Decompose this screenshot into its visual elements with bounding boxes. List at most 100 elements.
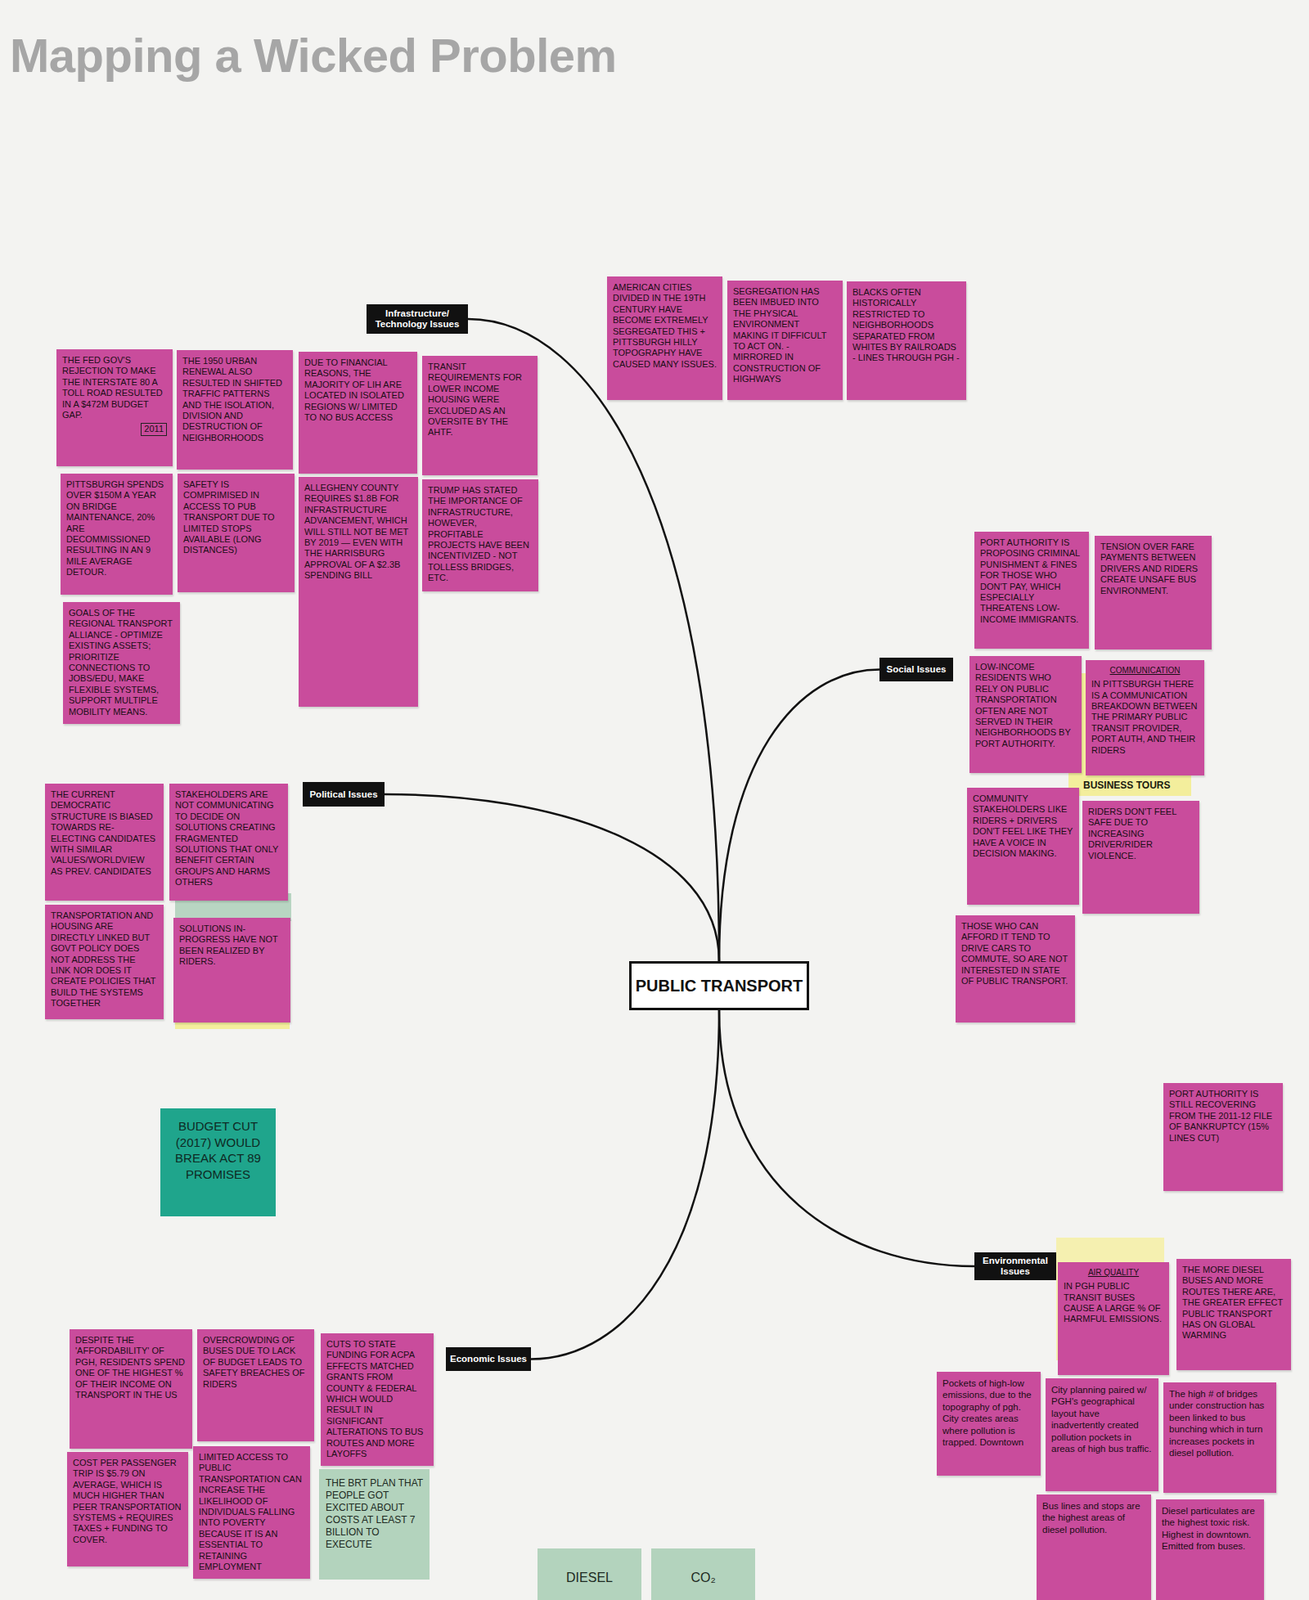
connector	[530, 1010, 720, 1360]
sticky-note: COMMUNICATION IN PITTSBURGH THERE IS A CO…	[1085, 660, 1205, 776]
note-text: TRUMP HAS STATED THE IMPORTANCE OF INFRA…	[427, 485, 533, 585]
note-text: BLACKS OFTEN HISTORICALLY RESTRICTED TO …	[852, 287, 961, 365]
note-text: THE FED GOV'S REJECTION TO MAKE THE INTE…	[62, 355, 167, 421]
note-text: THOSE WHO CAN AFFORD IT TEND TO DRIVE CA…	[961, 921, 1070, 987]
sticky-note: DUE TO FINANCIAL REASONS, THE MAJORITY O…	[298, 351, 418, 474]
category-label: Political Issues	[302, 782, 385, 807]
note-text: RIDERS DON'T FEEL SAFE DUE TO INCREASING…	[1088, 806, 1194, 862]
sticky-note: DESPITE THE 'AFFORDABILITY' OF PGH, RESI…	[69, 1329, 193, 1449]
sticky-note: LIMITED ACCESS TO PUBLIC TRANSPORTATION …	[193, 1446, 311, 1579]
year-tag: 2011	[140, 422, 167, 436]
note-text: Social Issues	[883, 664, 950, 675]
sticky-note: COMMUNITY STAKEHOLDERS LIKE RIDERS + DRI…	[967, 787, 1080, 905]
note-text: TENSION OVER FARE PAYMENTS BETWEEN DRIVE…	[1100, 541, 1206, 597]
category-label: Social Issues	[879, 657, 954, 682]
note-text: AMERICAN CITIES DIVIDED IN THE 19TH CENT…	[612, 282, 717, 370]
note-text: THE BRT PLAN THAT PEOPLE GOT EXCITED ABO…	[325, 1477, 423, 1552]
note-text: Bus lines and stops are the highest area…	[1042, 1500, 1146, 1536]
note-text: STAKEHOLDERS ARE NOT COMMUNICATING TO DE…	[175, 789, 283, 889]
sticky-note: OVERCROWDING OF BUSES DUE TO LACK OF BUD…	[197, 1329, 315, 1442]
sticky-note: The high # of bridges under construction…	[1163, 1382, 1277, 1494]
note-text: CO₂	[657, 1569, 749, 1587]
note-text: Pockets of high-low emissions, due to th…	[942, 1377, 1035, 1449]
sticky-note: PITTSBURGH SPENDS OVER $150M A YEAR ON B…	[60, 473, 173, 595]
note-text: SOLUTIONS IN-PROGRESS HAVE NOT BEEN REAL…	[179, 923, 285, 968]
sticky-note: SEGREGATION HAS BEEN IMBUED INTO THE PHY…	[727, 280, 843, 401]
sticky-note: PORT AUTHORITY IS STILL RECOVERING FROM …	[1163, 1083, 1283, 1192]
sticky-note: THE BRT PLAN THAT PEOPLE GOT EXCITED ABO…	[319, 1469, 430, 1580]
sticky-note: PORT AUTHORITY IS PROPOSING CRIMINAL PUN…	[974, 531, 1089, 649]
note-text: ALLEGHENY COUNTY REQUIRES $1.8B FOR INFR…	[304, 482, 413, 582]
sticky-note: TRANSPORTATION AND HOUSING ARE DIRECTLY …	[44, 904, 164, 1020]
sticky-note: RIDERS DON'T FEEL SAFE DUE TO INCREASING…	[1082, 800, 1200, 914]
sticky-note: LOW-INCOME RESIDENTS WHO RELY ON PUBLIC …	[969, 656, 1082, 774]
note-text: PORT AUTHORITY IS PROPOSING CRIMINAL PUN…	[980, 537, 1084, 626]
note-text: The high # of bridges under construction…	[1169, 1388, 1271, 1459]
sticky-note: City planning paired w/ PGH's geographic…	[1045, 1378, 1159, 1492]
sticky-note: COST PER PASSENGER TRIP IS $5.79 ON AVER…	[67, 1452, 189, 1567]
note-text: IN PGH PUBLIC TRANSIT BUSES CAUSE A LARG…	[1063, 1281, 1164, 1326]
note-text: Infrastructure/ Technology Issues	[370, 308, 464, 329]
sticky-note: THOSE WHO CAN AFFORD IT TEND TO DRIVE CA…	[955, 915, 1076, 1023]
connector	[719, 670, 880, 963]
sticky-note: AIR QUALITYIN PGH PUBLIC TRANSIT BUSES C…	[1057, 1262, 1170, 1376]
title: Mapping a Wicked Problem	[9, 27, 617, 83]
sticky-note: SAFETY IS COMPRIMISED IN ACCESS TO PUB T…	[177, 473, 295, 593]
note-text: BUSINESS TOURS	[1083, 779, 1185, 792]
note-heading: COMMUNICATION	[1091, 665, 1199, 676]
sticky-note: THE MORE DIESEL BUSES AND MORE ROUTES TH…	[1176, 1259, 1292, 1371]
note-text: Economic Issues	[449, 1353, 527, 1365]
note-text: PITTSBURGH SPENDS OVER $150M A YEAR ON B…	[66, 479, 167, 579]
note-text: GOALS OF THE REGIONAL TRANSPORT ALLIANCE…	[68, 607, 175, 718]
category-label: Infrastructure/ Technology Issues	[366, 304, 468, 334]
note-text: Environmental Issues	[978, 1255, 1053, 1277]
sticky-note: BUDGET CUT (2017) WOULD BREAK ACT 89 PRO…	[160, 1108, 276, 1217]
note-text: LOW-INCOME RESIDENTS WHO RELY ON PUBLIC …	[975, 661, 1076, 750]
sticky-note: Bus lines and stops are the highest area…	[1036, 1494, 1152, 1600]
note-text: PUBLIC TRANSPORT	[635, 976, 803, 996]
sticky-note: Pockets of high-low emissions, due to th…	[936, 1371, 1041, 1476]
sticky-note: SOLUTIONS IN-PROGRESS HAVE NOT BEEN REAL…	[173, 917, 291, 1023]
note-text: SEGREGATION HAS BEEN IMBUED INTO THE PHY…	[733, 286, 837, 386]
note-text: TRANSIT REQUIREMENTS FOR LOWER INCOME HO…	[427, 361, 532, 439]
sticky-note: AMERICAN CITIES DIVIDED IN THE 19TH CENT…	[607, 276, 723, 401]
category-label: Economic Issues	[445, 1347, 531, 1372]
sticky-note: THE CURRENT DEMOCRATIC STRUCTURE IS BIAS…	[44, 783, 164, 901]
note-text: IN PITTSBURGH THERE IS A COMMUNICATION B…	[1091, 679, 1199, 756]
note-text: Diesel particulates are the highest toxi…	[1161, 1505, 1259, 1553]
note-text: DESPITE THE 'AFFORDABILITY' OF PGH, RESI…	[75, 1335, 187, 1401]
note-text: DUE TO FINANCIAL REASONS, THE MAJORITY O…	[304, 357, 412, 423]
sticky-note: THE 1950 URBAN RENEWAL ALSO RESULTED IN …	[176, 350, 293, 470]
sticky-note: CUTS TO STATE FUNDING FOR ACPA EFFECTS M…	[320, 1333, 434, 1467]
note-text: DIESEL	[544, 1569, 635, 1587]
hub-box: PUBLIC TRANSPORT	[629, 961, 810, 1011]
note-text: TRANSPORTATION AND HOUSING ARE DIRECTLY …	[50, 910, 158, 1010]
sticky-note: THE FED GOV'S REJECTION TO MAKE THE INTE…	[56, 349, 173, 467]
note-text: THE 1950 URBAN RENEWAL ALSO RESULTED IN …	[182, 355, 288, 444]
sticky-note: DIESEL	[537, 1548, 642, 1600]
sticky-note: TENSION OVER FARE PAYMENTS BETWEEN DRIVE…	[1094, 535, 1212, 650]
sticky-note: BLACKS OFTEN HISTORICALLY RESTRICTED TO …	[846, 281, 967, 401]
note-text: SAFETY IS COMPRIMISED IN ACCESS TO PUB T…	[183, 479, 289, 557]
note-text: OVERCROWDING OF BUSES DUE TO LACK OF BUD…	[202, 1335, 309, 1390]
sticky-note: GOALS OF THE REGIONAL TRANSPORT ALLIANCE…	[62, 602, 180, 725]
note-text: LIMITED ACCESS TO PUBLIC TRANSPORTATION …	[198, 1452, 305, 1573]
note-text: COST PER PASSENGER TRIP IS $5.79 ON AVER…	[72, 1457, 183, 1546]
note-text: CUTS TO STATE FUNDING FOR ACPA EFFECTS M…	[326, 1339, 428, 1460]
note-text: City planning paired w/ PGH's geographic…	[1051, 1384, 1153, 1455]
note-text: Political Issues	[306, 789, 381, 801]
sticky-note: Diesel particulates are the highest toxi…	[1156, 1499, 1265, 1600]
note-text: PORT AUTHORITY IS STILL RECOVERING FROM …	[1169, 1088, 1278, 1144]
note-text: COMMUNITY STAKEHOLDERS LIKE RIDERS + DRI…	[972, 793, 1074, 860]
category-label: Environmental Issues	[974, 1252, 1057, 1281]
connector	[719, 1010, 975, 1267]
note-text: BUDGET CUT (2017) WOULD BREAK ACT 89 PRO…	[170, 1118, 266, 1183]
note-text: THE MORE DIESEL BUSES AND MORE ROUTES TH…	[1182, 1264, 1286, 1342]
connector	[384, 794, 720, 962]
sticky-note: ALLEGHENY COUNTY REQUIRES $1.8B FOR INFR…	[298, 476, 419, 707]
sticky-note: TRANSIT REQUIREMENTS FOR LOWER INCOME HO…	[422, 355, 538, 476]
sticky-note: STAKEHOLDERS ARE NOT COMMUNICATING TO DE…	[169, 783, 288, 901]
sticky-note: CO₂	[651, 1548, 756, 1600]
sticky-note: TRUMP HAS STATED THE IMPORTANCE OF INFRA…	[422, 479, 539, 592]
